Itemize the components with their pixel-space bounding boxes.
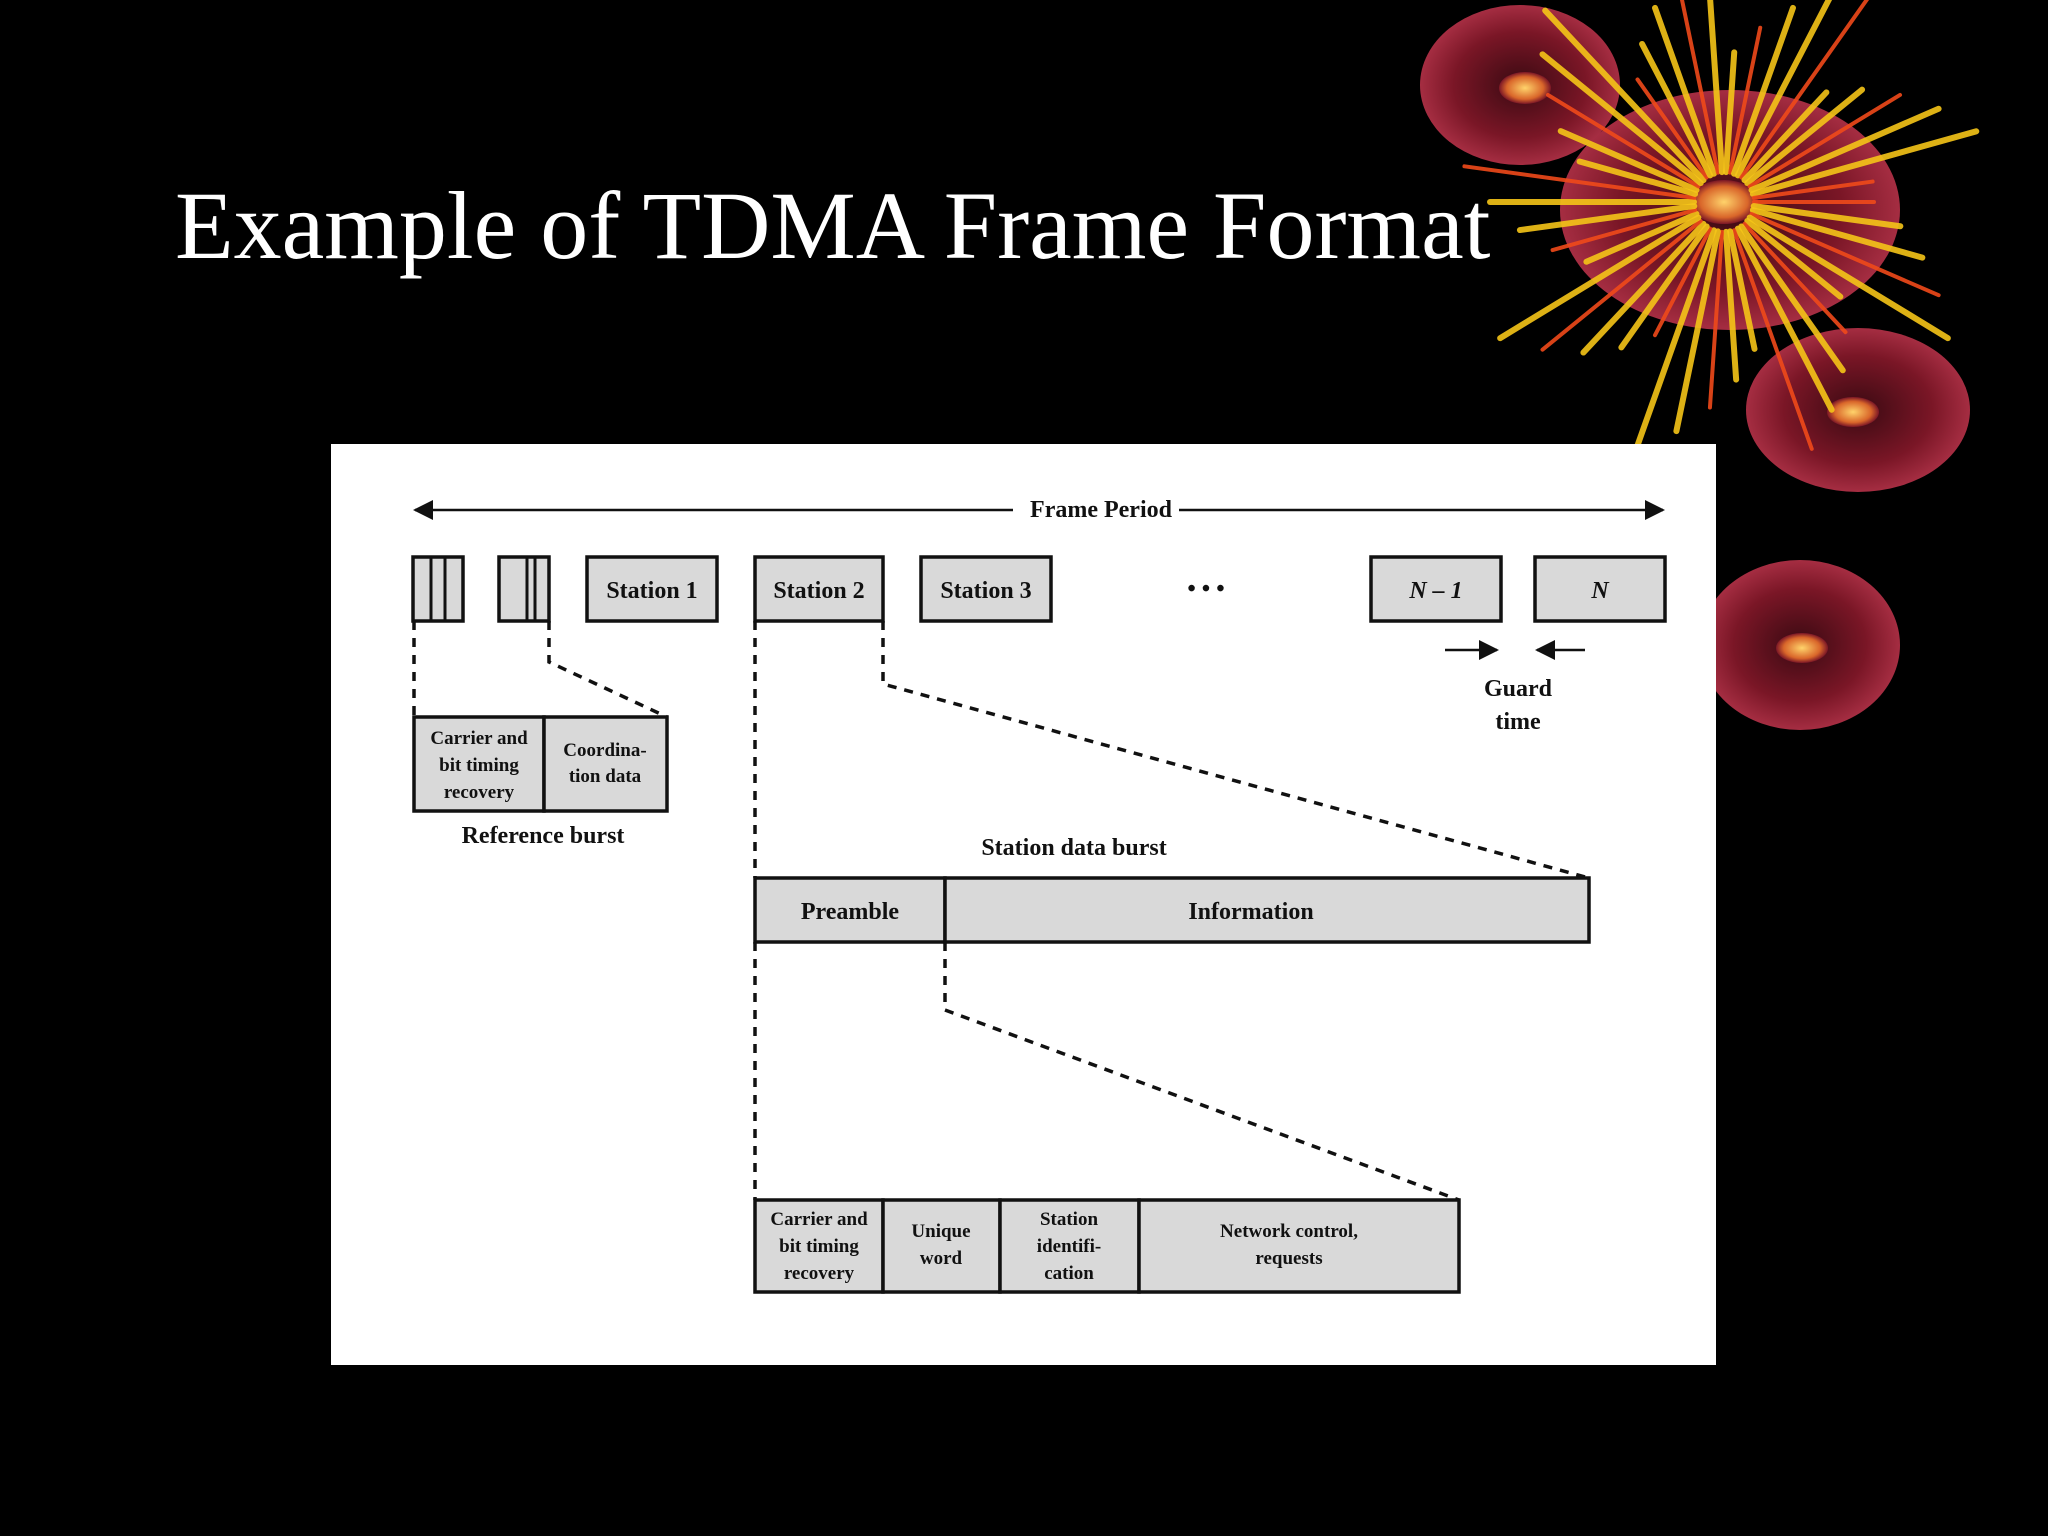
slide-title: Example of TDMA Frame Format bbox=[175, 172, 1491, 279]
station-expand-right bbox=[881, 621, 1590, 880]
svg-text:Information: Information bbox=[1188, 899, 1313, 925]
preamble-field-carrier: Carrier and bit timing recovery bbox=[753, 1198, 885, 1294]
preamble-field-network-control: Network control, requests bbox=[1137, 1198, 1461, 1294]
svg-text:recovery: recovery bbox=[444, 782, 515, 803]
svg-text:Station: Station bbox=[1040, 1209, 1099, 1230]
svg-text:Carrier and: Carrier and bbox=[770, 1209, 868, 1230]
field-information: Information bbox=[943, 876, 1591, 944]
flower-decoration bbox=[1420, 0, 1980, 730]
preamble-field-station-id: Station identifi- cation bbox=[998, 1198, 1141, 1294]
reference-slot-2 bbox=[497, 555, 551, 623]
svg-text:Coordina-: Coordina- bbox=[563, 740, 646, 761]
slot-station-n-minus-1: N – 1 bbox=[1369, 555, 1503, 623]
slot-station-3: Station 3 bbox=[919, 555, 1053, 623]
reference-burst-caption: Reference burst bbox=[462, 823, 625, 849]
preamble-field-unique-word: Unique word bbox=[881, 1198, 1002, 1294]
svg-text:Carrier and: Carrier and bbox=[430, 728, 528, 749]
reference-burst-field-coordination: Coordina- tion data bbox=[542, 715, 669, 813]
svg-text:Station 2: Station 2 bbox=[773, 578, 864, 604]
svg-text:N: N bbox=[1590, 578, 1610, 604]
svg-text:requests: requests bbox=[1255, 1248, 1322, 1269]
svg-text:recovery: recovery bbox=[784, 1263, 855, 1284]
slot-station-1: Station 1 bbox=[585, 555, 719, 623]
svg-text:bit timing: bit timing bbox=[439, 755, 519, 776]
svg-text:Station 3: Station 3 bbox=[940, 578, 1031, 604]
svg-text:word: word bbox=[920, 1248, 963, 1269]
guard-time-label-1: Guard bbox=[1484, 676, 1553, 702]
svg-text:Preamble: Preamble bbox=[801, 899, 900, 925]
svg-text:identifi-: identifi- bbox=[1037, 1236, 1101, 1257]
svg-text:Station 1: Station 1 bbox=[606, 578, 697, 604]
frame-period-label: Frame Period bbox=[1030, 497, 1173, 523]
guard-time-label-2: time bbox=[1495, 709, 1541, 735]
svg-text:Network control,: Network control, bbox=[1220, 1221, 1358, 1242]
station-data-burst-caption: Station data burst bbox=[981, 835, 1166, 861]
slot-station-n: N bbox=[1533, 555, 1667, 623]
svg-text:N – 1: N – 1 bbox=[1408, 578, 1462, 604]
svg-text:cation: cation bbox=[1044, 1263, 1094, 1284]
ellipsis: • • • bbox=[1187, 576, 1224, 602]
reference-burst-field-carrier: Carrier and bit timing recovery bbox=[412, 715, 546, 813]
slot-station-2: Station 2 bbox=[753, 555, 885, 623]
preamble-expand-right bbox=[943, 942, 1460, 1202]
svg-text:Unique: Unique bbox=[911, 1221, 970, 1242]
ref-expand-right bbox=[547, 621, 668, 719]
diagram-panel: Frame Period Station 1 Station 2 Station… bbox=[331, 444, 1716, 1365]
svg-text:tion data: tion data bbox=[569, 766, 642, 787]
reference-slot-1 bbox=[411, 555, 465, 623]
field-preamble: Preamble bbox=[753, 876, 947, 944]
tdma-frame-diagram: Frame Period Station 1 Station 2 Station… bbox=[411, 497, 1667, 1294]
svg-text:bit timing: bit timing bbox=[779, 1236, 859, 1257]
